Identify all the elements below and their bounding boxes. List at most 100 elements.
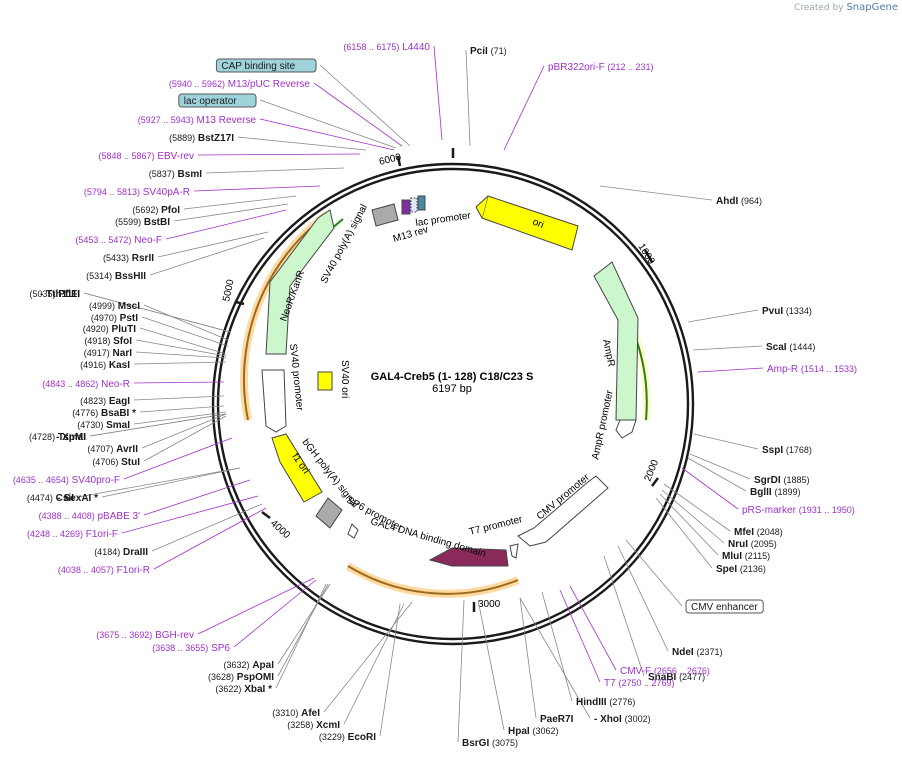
- site-label-57: (5599) BstBI: [115, 217, 170, 228]
- sv40-promoter-label: SV40 promoter: [287, 343, 305, 412]
- leader-line: [617, 545, 669, 652]
- leader-line: [599, 185, 713, 201]
- feature-box-66: CAP binding site: [221, 61, 295, 72]
- site-label-9: MfeI (2048): [734, 527, 783, 538]
- plasmid-length: 6197 bp: [432, 383, 472, 395]
- leader-line: [83, 292, 231, 333]
- leader-line: [323, 601, 413, 713]
- ampr-promoter-label: AmpR promoter: [590, 389, 616, 461]
- site-label-49: (4920) PluTI: [83, 324, 136, 335]
- leader-lines: [77, 45, 764, 743]
- site-label-10: NruI (2095): [728, 539, 777, 550]
- tick-5000: 5000: [221, 278, 236, 302]
- primer-label-61: (5848 .. 5867) EBV-rev: [98, 151, 194, 162]
- leader-line: [687, 457, 747, 492]
- leader-line: [503, 65, 545, 151]
- feature-box-bg: [178, 93, 257, 108]
- leader-line: [625, 539, 683, 607]
- primer-label-56: (5453 .. 5472) Neo-F: [75, 235, 162, 246]
- site-label-24: (3258) XcmI: [287, 720, 340, 731]
- leader-line: [173, 203, 289, 222]
- leader-line: [689, 453, 751, 480]
- tick-6000: 6000: [378, 152, 403, 168]
- primer-label-63: (5927 .. 5943) M13 Reverse: [138, 115, 257, 126]
- sv40-ori-label: SV40 ori: [339, 360, 350, 398]
- tick-marks: [235, 148, 659, 612]
- credit-brand: SnapGene: [846, 2, 898, 13]
- site-label-53: - Tth111I: [40, 289, 80, 300]
- feature-box-64: lac operator: [184, 96, 237, 107]
- leader-line: [519, 597, 537, 719]
- site-label-5: SspI (1768): [762, 445, 812, 456]
- leader-line: [123, 437, 233, 480]
- site-label-62: (5889) BstZ17I: [169, 133, 234, 144]
- leader-line: [141, 413, 227, 449]
- leader-line: [659, 493, 719, 556]
- leader-line: [141, 316, 229, 347]
- site-label-32: (4184) DraIII: [94, 547, 148, 558]
- primer-label-59: (5794 .. 5813) SV40pA-R: [84, 187, 190, 198]
- leader-line: [465, 49, 471, 147]
- site-label-28: (3632) ApaI: [224, 660, 275, 671]
- leader-line: [519, 597, 591, 719]
- leader-line: [133, 381, 225, 384]
- cmv-promoter-feature: CMV promoter: [517, 472, 609, 547]
- site-label-18: HindIII (2776): [576, 697, 635, 708]
- primer-label-45: (4843 .. 4862) Neo-R: [42, 379, 130, 390]
- ori-label: ori: [531, 217, 545, 231]
- leader-line: [135, 339, 227, 357]
- leader-line: [157, 231, 269, 258]
- site-label-26: (3622) XbaI *: [215, 684, 272, 695]
- ampr-feature: AmpR: [593, 261, 639, 421]
- leader-line: [259, 99, 397, 149]
- site-label-23: (3229) EcoRI: [319, 732, 376, 743]
- leader-line: [259, 118, 395, 151]
- site-label-47: (4917) NarI: [84, 348, 132, 359]
- lac-promoter-feature: lac promoter: [415, 195, 472, 229]
- leader-line: [143, 304, 229, 341]
- site-label-46: (4916) KasI: [80, 360, 130, 371]
- leader-line: [541, 591, 573, 702]
- primer-label-30: (3675 .. 3692) BGH-rev: [96, 630, 194, 641]
- leader-line: [559, 589, 601, 683]
- leader-line: [77, 467, 241, 498]
- site-label-21: HpaI (3062): [508, 726, 558, 737]
- leader-line: [135, 351, 227, 359]
- leader-line: [697, 367, 764, 373]
- leader-line: [153, 507, 267, 570]
- site-label-55: (5433) RsrII: [103, 253, 154, 264]
- primer-label-29: (3638 .. 3655) SP6: [152, 643, 230, 654]
- site-label-40: (4728) TspMI: [29, 432, 86, 443]
- leader-line: [687, 309, 759, 323]
- site-label-44: (4823) EagI: [80, 396, 130, 407]
- site-label-27: (3628) PspOMI: [208, 672, 274, 683]
- feature-box-bg: [215, 58, 317, 73]
- leader-line: [197, 577, 315, 635]
- site-label-54: (5314) BssHII: [86, 271, 146, 282]
- site-label-52: (5035) PflFI: [30, 289, 81, 300]
- leader-line: [197, 153, 361, 156]
- primer-label-68: pBR322ori-F (212 .. 231): [548, 62, 654, 73]
- leader-line: [205, 167, 345, 174]
- site-label-6: SgrDI (1885): [754, 475, 809, 486]
- site-label-7: BglII (1899): [750, 487, 800, 498]
- site-label-19: PaeR7I: [540, 714, 574, 725]
- leader-line: [151, 503, 263, 552]
- feature-box-13: CMV enhancer: [691, 602, 758, 613]
- site-labels: PciI (71)AhdI (964)PvuI (1334)ScaI (1444…: [13, 42, 857, 749]
- site-label-35: (4474) CsiI: [27, 493, 74, 504]
- lac-promoter-label: lac promoter: [415, 210, 472, 229]
- leader-line: [133, 411, 227, 425]
- site-label-60: (5837) BsmI: [149, 169, 202, 180]
- site-label-42: (4730) SmaI: [77, 420, 130, 431]
- leader-line: [183, 195, 297, 210]
- site-label-2: PvuI (1334): [762, 306, 812, 317]
- leader-line: [89, 413, 227, 437]
- primer-label-4: Amp-R (1514 .. 1533): [767, 364, 857, 375]
- leader-line: [569, 585, 617, 671]
- site-label-1: AhdI (964): [716, 196, 762, 207]
- leader-line: [663, 483, 731, 532]
- leader-line: [379, 603, 401, 737]
- plasmid-name: GAL4-Creb5 (1- 128) C18/C23 S: [371, 371, 534, 383]
